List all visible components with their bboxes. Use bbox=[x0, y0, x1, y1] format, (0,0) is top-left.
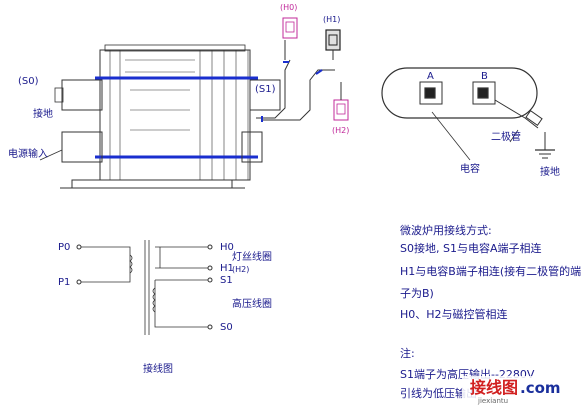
schematic-drawing bbox=[76, 240, 213, 335]
p1-label: P1 bbox=[58, 277, 70, 288]
cap-label: 电容 bbox=[460, 162, 480, 175]
diode-label: 二极管 bbox=[491, 130, 521, 143]
p0-label: P0 bbox=[58, 242, 70, 253]
watermark: 接线图 .com jiexiantu bbox=[462, 376, 580, 405]
sch-h1-label: H1 bbox=[220, 263, 234, 274]
sch-s1-label: S1 bbox=[220, 275, 233, 286]
cap-ground-label: 接地 bbox=[540, 165, 560, 178]
notes-line-1: S0接地, S1与电容A端子相连 bbox=[400, 241, 541, 255]
h1-label: (H1) bbox=[323, 15, 340, 24]
notes-label: 注: bbox=[400, 346, 415, 360]
cap-a-label: A bbox=[427, 71, 434, 82]
cap-b-label: B bbox=[481, 71, 488, 82]
sch-h2-label: (H2) bbox=[232, 265, 249, 274]
notes-title: 微波炉用接线方式: bbox=[400, 223, 492, 237]
notes-line-2: H1与电容B端子相连(接有二极管的端 bbox=[400, 264, 581, 278]
s1-label: (S1) bbox=[255, 84, 276, 95]
ground-label: 接地 bbox=[33, 107, 53, 120]
notes-line-4: H0、H2与磁控管相连 bbox=[400, 307, 508, 321]
s0-label: (S0) bbox=[18, 76, 39, 87]
power-input-label: 电源输入 bbox=[8, 147, 48, 160]
transformer-drawing bbox=[39, 17, 349, 189]
h0-label: (H0) bbox=[280, 3, 297, 12]
notes-line-3: 子为B) bbox=[400, 287, 434, 300]
capacitor-drawing bbox=[381, 67, 555, 161]
schematic-caption: 接线图 bbox=[143, 362, 173, 375]
hv-coil-label: 高压线圈 bbox=[232, 297, 272, 310]
h2-label: (H2) bbox=[332, 126, 349, 135]
watermark-dot: .com bbox=[520, 379, 561, 397]
watermark-cn: 接线图 bbox=[470, 378, 518, 397]
filament-coil-label: 灯丝线圈 bbox=[232, 250, 272, 263]
sch-h0-label: H0 bbox=[220, 242, 234, 253]
notes-line-6: 引线为低压输出 bbox=[400, 386, 477, 400]
sch-s0-label: S0 bbox=[220, 322, 233, 333]
watermark-sub: jiexiantu bbox=[477, 397, 508, 405]
